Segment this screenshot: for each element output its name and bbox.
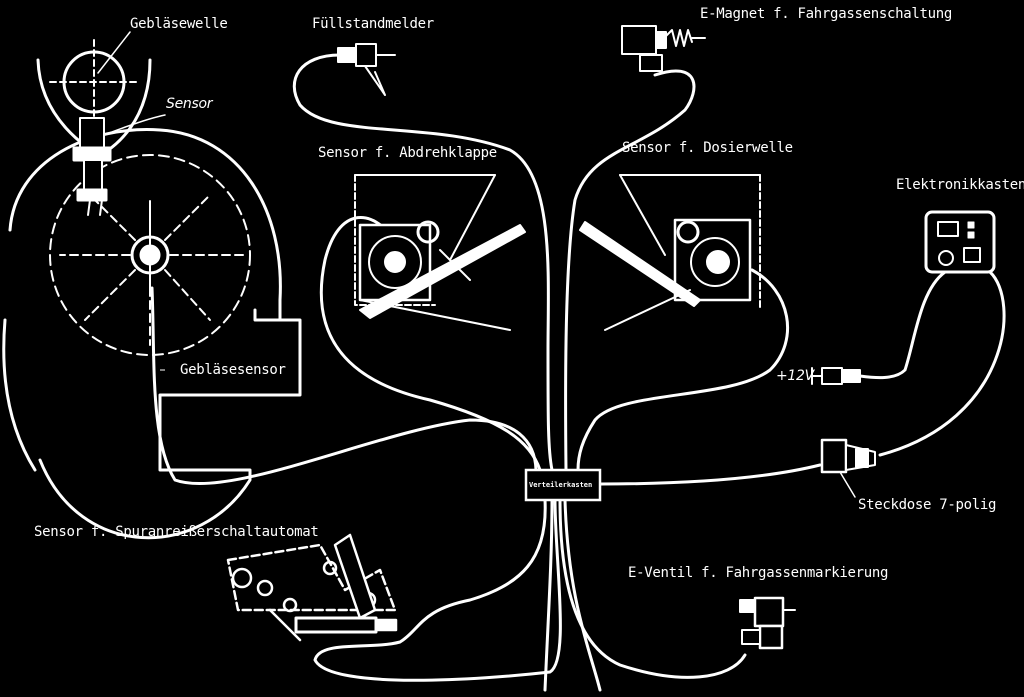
dosierwelle-unit — [579, 174, 761, 331]
cables — [150, 53, 1006, 692]
cable-fuellstandmelder — [292, 53, 554, 472]
cable-elektronik-steckdose — [878, 270, 1006, 457]
plus12v-plug — [811, 367, 861, 385]
verteilerkasten-box — [524, 468, 602, 502]
label-geblaesesensor: Gebläsesensor — [180, 362, 286, 378]
cable-bundle-2 — [563, 498, 602, 692]
steckdose-device — [820, 438, 876, 498]
cable-bundle — [543, 498, 554, 692]
blower — [2, 128, 302, 540]
label-plus12v: +12V — [776, 368, 814, 384]
label-sensor-spuranreisser: Sensor f. Spuranreißerschaltautomat — [34, 524, 319, 540]
label-sensor-abdrehklappe: Sensor f. Abdrehklappe — [318, 145, 497, 161]
label-eventil: E-Ventil f. Fahrgassenmarkierung — [628, 565, 889, 581]
eventil-device — [739, 596, 796, 650]
emagnet-device — [621, 25, 706, 72]
cable-dosierwelle — [576, 268, 790, 472]
label-steckdose: Steckdose 7-polig — [858, 497, 997, 513]
fuellstandmelder-device — [337, 43, 396, 96]
label-elektronikkasten: Elektronikkasten — [896, 177, 1024, 193]
cable-abdrehklappe — [319, 216, 542, 472]
cable-elektronik-12v — [858, 270, 947, 380]
label-emagnet: E-Magnet f. Fahrgassenschaltung — [700, 6, 952, 22]
cable-spuranreisser — [313, 498, 562, 682]
label-sensor-dosierwelle: Sensor f. Dosierwelle — [622, 140, 793, 156]
cable-eventil — [558, 498, 747, 679]
label-geblaesewelle: Gebläsewelle — [130, 16, 228, 32]
label-verteilerkasten: Verteilerkasten — [529, 481, 593, 489]
blower-shaft — [36, 31, 166, 216]
elektronikkasten-device — [924, 210, 996, 274]
cable-steckdose — [598, 463, 822, 486]
spuranreisser-mechanism — [226, 533, 398, 642]
label-sensor: Sensor — [166, 96, 213, 112]
cable-emagnet — [564, 69, 696, 472]
abdrehklappe-unit — [354, 174, 526, 331]
label-fuellstandmelder: Füllstandmelder — [312, 16, 434, 32]
cable-geblaesesensor — [150, 286, 538, 486]
